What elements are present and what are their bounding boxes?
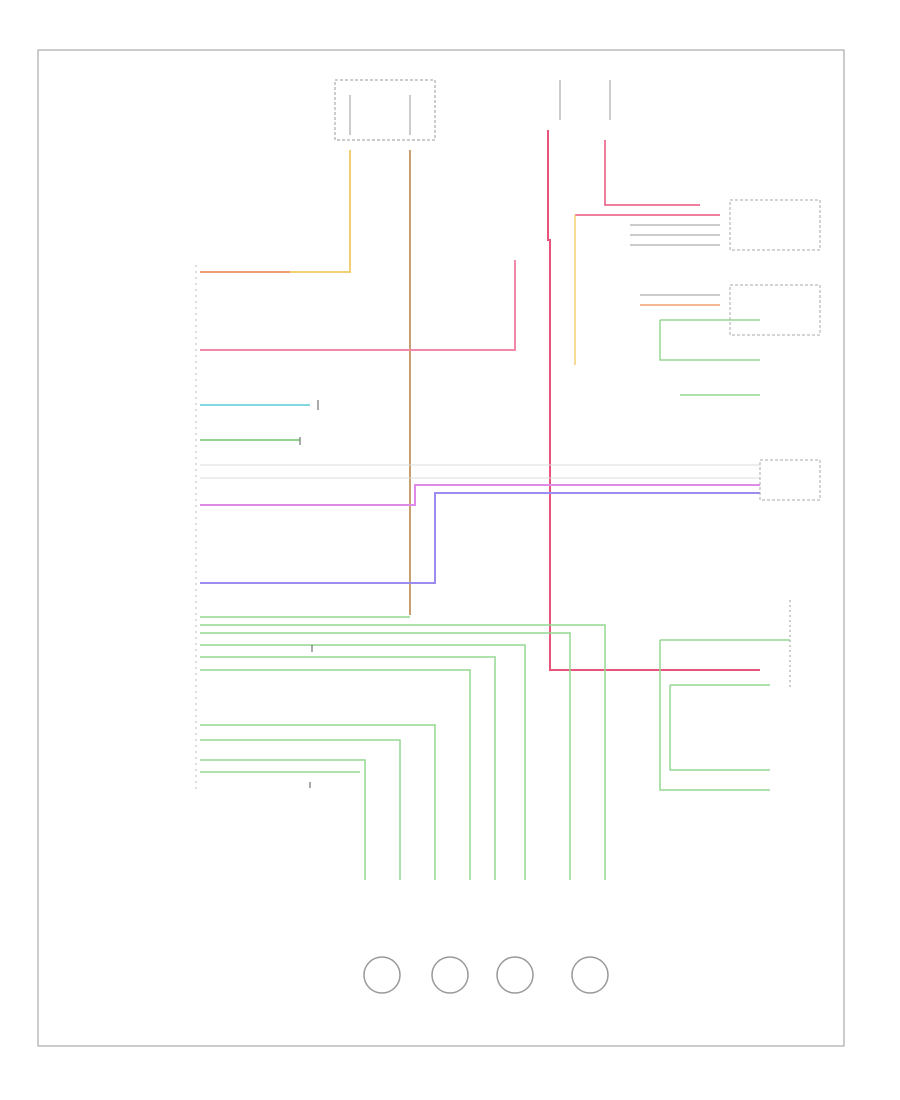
connector-right-mid (729, 284, 821, 336)
wheel-speed-sensor-3 (496, 956, 534, 994)
fuse-box-top (334, 79, 611, 141)
wire-gray-can (200, 464, 760, 479)
connector-right-lower (759, 459, 821, 501)
wheel-speed-sensor-1 (363, 956, 401, 994)
wire-magenta (200, 484, 760, 506)
wire-green-right (659, 319, 790, 791)
wheel-speed-sensor-4 (571, 956, 609, 994)
wheel-speed-sensor-2 (431, 956, 469, 994)
wire-pink-feed (200, 260, 516, 351)
ground-symbol (299, 400, 319, 788)
wire-red-main (547, 130, 760, 671)
wire-red-top (604, 140, 700, 206)
wire-yellow-feed (200, 150, 351, 273)
wire-right-multi (574, 214, 720, 365)
wire-green-sensors (200, 616, 606, 880)
diagram-frame (37, 49, 845, 1047)
connector-right-top (729, 199, 821, 251)
wire-purple (200, 492, 760, 584)
